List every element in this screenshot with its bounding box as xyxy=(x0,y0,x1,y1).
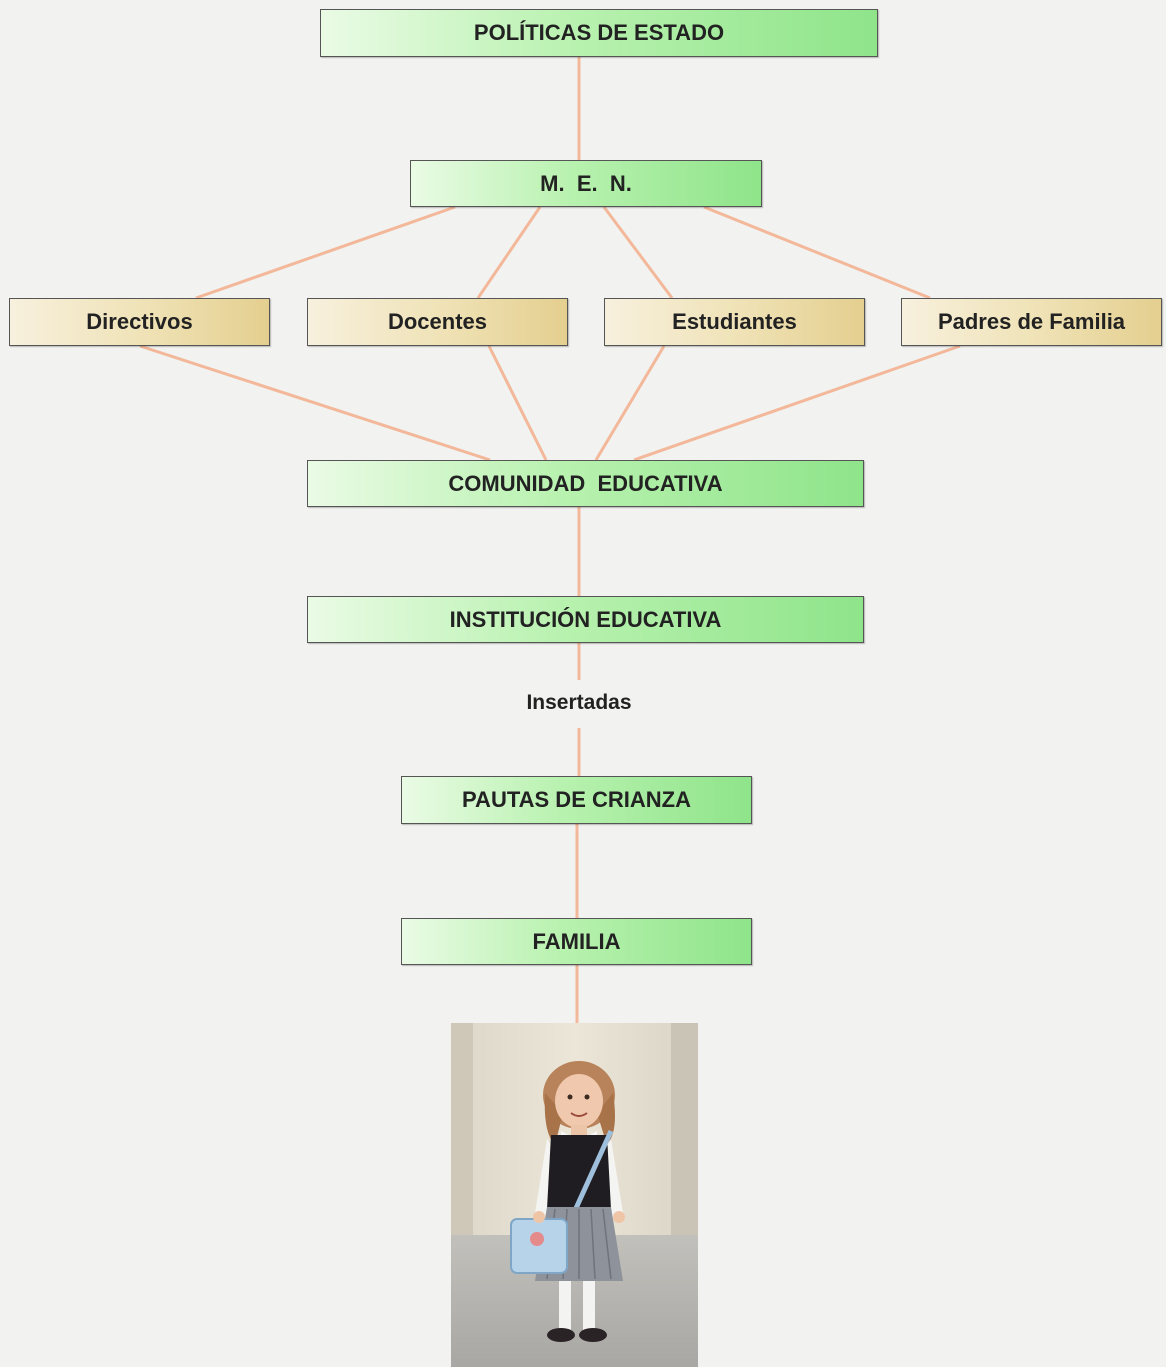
line-padres-comunidad xyxy=(633,344,961,462)
line-men-docentes xyxy=(476,206,542,299)
node-comunidad-educativa: COMUNIDAD EDUCATIVA xyxy=(307,460,864,507)
node-pautas-de-crianza: PAUTAS DE CRIANZA xyxy=(401,776,752,824)
line-estudiantes-comunidad xyxy=(594,345,666,461)
node-docentes: Docentes xyxy=(307,298,568,346)
line-directivos-comunidad xyxy=(139,344,491,462)
child-photo xyxy=(451,1023,698,1367)
line-men-directivos xyxy=(195,205,456,300)
line-docentes-comunidad xyxy=(487,345,548,461)
line-men-estudiantes xyxy=(602,206,674,299)
connector-label-insertadas: Insertadas xyxy=(526,691,632,714)
node-padres-de-familia: Padres de Familia xyxy=(901,298,1162,346)
node-politicas-de-estado: POLÍTICAS DE ESTADO xyxy=(320,9,878,57)
node-institucion-educativa: INSTITUCIÓN EDUCATIVA xyxy=(307,596,864,643)
line-men-padres xyxy=(703,205,931,300)
node-familia: FAMILIA xyxy=(401,918,752,965)
node-estudiantes: Estudiantes xyxy=(604,298,865,346)
node-directivos: Directivos xyxy=(9,298,270,346)
node-men: M. E. N. xyxy=(410,160,762,207)
